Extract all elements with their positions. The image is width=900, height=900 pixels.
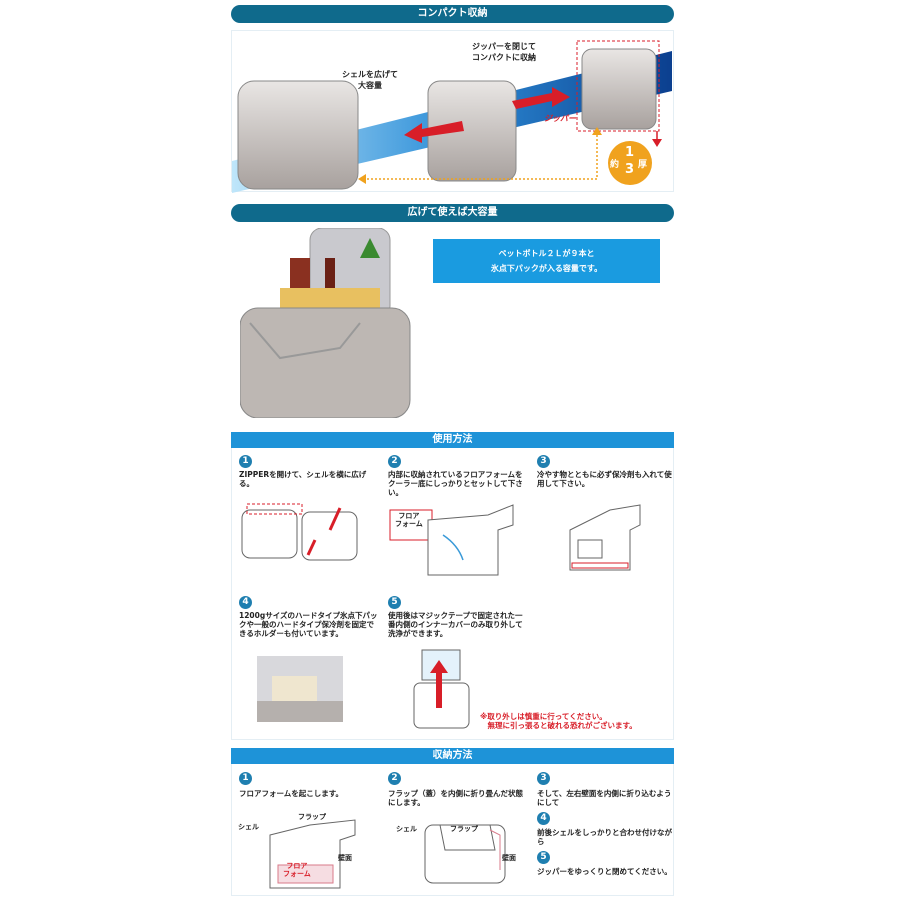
- usage-header: 使用方法: [231, 432, 674, 448]
- compact-storage-header: コンパクト収納: [231, 5, 674, 23]
- storage-step-3-text: そして、左右壁面を内側に折り込むようにして: [537, 789, 672, 807]
- storage-step-2-number: 2: [388, 772, 401, 785]
- usage-step-5-illustration: [413, 649, 470, 729]
- expand-label: シェルを広げて 大容量: [342, 70, 398, 90]
- compact-illustration: [232, 40, 672, 193]
- removal-warning: ※取り外しは慎重に行ってください。 無理に引っ張ると破れる恐れがございます。: [480, 712, 637, 730]
- capacity-header: 広げて使えば大容量: [231, 204, 674, 222]
- usage-step-1-text: ZIPPERを開けて、シェルを横に広げる。: [239, 470, 367, 488]
- usage-step-1-number: 1: [239, 455, 252, 468]
- capacity-info-box: ペットボトル２Ｌが９本と 氷点下パックが入る容量です。: [433, 239, 660, 283]
- storage-header: 収納方法: [231, 748, 674, 764]
- capacity-line-1: ペットボトル２Ｌが９本と: [498, 249, 595, 258]
- zipper-label: ジッパー: [544, 114, 576, 123]
- flap-label: フラップ: [298, 813, 326, 821]
- capacity-line-2: 氷点下パックが入る容量です。: [490, 264, 603, 273]
- usage-step-4-text: 1200gサイズのハードタイプ氷点下パックや一般のハードタイプ保冷剤を固定できる…: [239, 611, 378, 638]
- usage-step-5-number: 5: [388, 596, 401, 609]
- storage-step-5-text: ジッパーをゆっくりと閉めてください。: [537, 867, 672, 876]
- cooler-photo: [240, 228, 411, 418]
- storage-step-5-number: 5: [537, 851, 550, 864]
- usage-step-5-text: 使用後はマジックテープで固定された一番内側のインナーカバーのみ取り外して洗浄がで…: [388, 611, 523, 638]
- wall-label: 壁面: [338, 854, 352, 862]
- storage-step-4-text: 前後シェルをしっかりと合わせ付けながら: [537, 828, 672, 846]
- shell-label: シェル: [238, 823, 259, 831]
- storage-step-1-number: 1: [239, 772, 252, 785]
- one-third-thickness-badge: 約 1 3 厚: [610, 145, 648, 177]
- close-label: ジッパーを閉じて コンパクトに収納: [472, 42, 536, 62]
- storage-step-3-number: 3: [537, 772, 550, 785]
- usage-step-2-number: 2: [388, 455, 401, 468]
- compact-storage-panel: シェルを広げて 大容量 ジッパーを閉じて コンパクトに収納 ジッパー 約 1 3…: [231, 30, 674, 193]
- storage-step-2-illustration: [424, 824, 506, 884]
- usage-step-4-photo: [257, 656, 343, 722]
- storage-step-1-text: フロアフォームを起こします。: [239, 789, 344, 798]
- usage-step-3-illustration: [569, 504, 641, 571]
- usage-step-3-text: 冷やす物とともに必ず保冷剤も入れて使用して下さい。: [537, 470, 672, 488]
- usage-step-2-illustration: [389, 504, 514, 576]
- usage-step-2-text: 内部に収納されているフロアフォームをクーラー底にしっかりとセットして下さい。: [388, 470, 523, 497]
- flap-label-2: フラップ: [450, 825, 478, 833]
- storage-step-4-number: 4: [537, 812, 550, 825]
- floor-form-label: フロア フォーム: [395, 512, 423, 528]
- usage-step-4-number: 4: [239, 596, 252, 609]
- usage-step-3-number: 3: [537, 455, 550, 468]
- floor-label: フロア フォーム: [283, 862, 311, 878]
- wall-label-2: 壁面: [502, 854, 516, 862]
- shell-label-2: シェル: [396, 825, 417, 833]
- storage-step-2-text: フラップ（蓋）を内側に折り畳んだ状態にします。: [388, 789, 523, 807]
- usage-step-1-illustration: [241, 503, 358, 561]
- storage-step-1-illustration: [269, 819, 356, 889]
